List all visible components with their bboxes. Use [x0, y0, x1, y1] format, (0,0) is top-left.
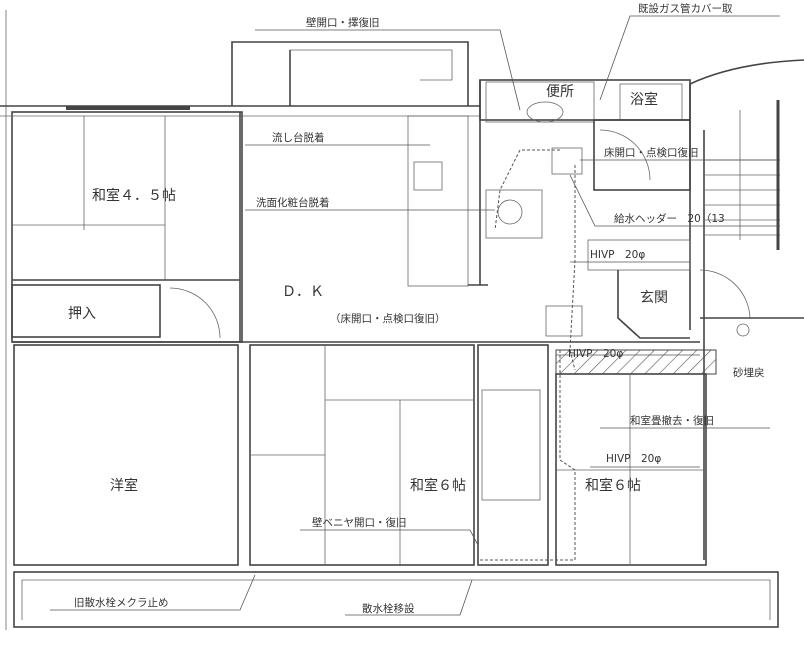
- room-yokushitsu: 浴室: [630, 91, 658, 108]
- room-washitsu-45: 和室４．５帖: [92, 187, 176, 204]
- leader-lines: [50, 15, 780, 616]
- room-washitsu-6b: 和室６帖: [585, 477, 641, 494]
- pipes: [480, 147, 583, 561]
- note-hivp-1: HIVP 20φ: [590, 249, 645, 261]
- note-wall-opening: 壁開口・擇復旧: [306, 16, 380, 29]
- room-labels: 和室４．５帖 押入 Ｄ．Ｋ 洋室 和室６帖 和室６帖 便所 浴室 玄関: [68, 84, 668, 494]
- room-oshiire: 押入: [68, 306, 96, 322]
- room-yoshitsu: 洋室: [110, 477, 138, 494]
- note-tap-move: 散水栓移設: [362, 602, 415, 615]
- note-old-tap: 旧散水栓メクラ止め: [74, 596, 169, 609]
- annotations: 壁開口・擇復旧 既設ガス管カバー取 流し台脱着 洗面化粧台脱着 床開口・点検口復…: [74, 2, 765, 615]
- room-benjo: 便所: [546, 84, 574, 100]
- room-genkan: 玄関: [640, 289, 668, 306]
- room-dk: Ｄ．Ｋ: [282, 284, 324, 300]
- note-floor-opening-1: 床開口・点検口復旧: [604, 146, 699, 159]
- note-sink: 流し台脱着: [272, 131, 325, 144]
- note-gas-cover: 既設ガス管カバー取: [638, 2, 733, 15]
- note-hivp-2: HIVP 20φ: [568, 348, 623, 360]
- note-sand: 砂埋戻: [733, 366, 765, 379]
- note-hivp-3: HIVP 20φ: [606, 453, 661, 465]
- note-tatami: 和室畳撤去・復旧: [630, 414, 714, 427]
- walls: [0, 10, 804, 630]
- note-plywood: 壁ベニヤ開口・復旧: [312, 516, 407, 529]
- room-washitsu-6a: 和室６帖: [410, 477, 466, 494]
- note-floor-opening-2: （床開口・点検口復旧）: [330, 312, 446, 325]
- note-header: 給水ヘッダー 20（13: [614, 212, 725, 225]
- note-vanity: 洗面化粧台脱着: [256, 196, 330, 209]
